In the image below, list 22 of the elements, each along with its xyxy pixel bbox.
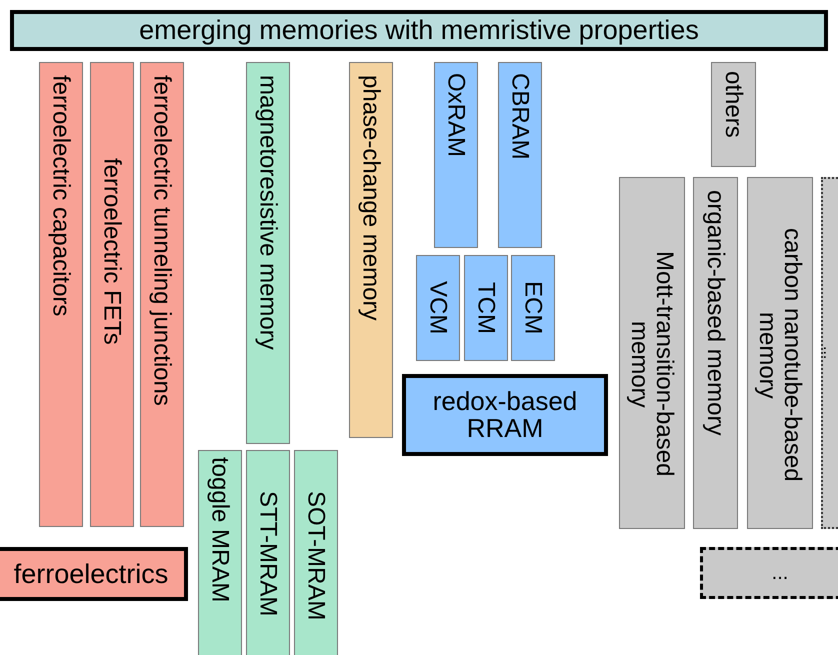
- memory-type-box: SOT-MRAM: [294, 450, 338, 655]
- memory-type-box: others: [711, 62, 756, 167]
- memory-type-box: ferroelectric capacitors: [39, 62, 83, 527]
- memory-type-box: ECM: [511, 255, 555, 361]
- memory-type-box: VCM: [416, 255, 460, 361]
- memory-type-box: ferroelectric tunneling junctions: [140, 62, 184, 527]
- memory-type-box: ...: [700, 547, 838, 599]
- memory-type-box: OxRAM: [434, 62, 478, 248]
- memory-type-box: CBRAM: [498, 62, 542, 248]
- memory-type-box: STT-MRAM: [246, 450, 290, 655]
- memory-type-box: Mott-transition-based memory: [619, 177, 685, 529]
- memory-type-box: magnetoresistive memory: [246, 62, 290, 444]
- memory-type-box: ferroelectric FETs: [90, 62, 134, 527]
- memory-type-box: ...: [821, 177, 838, 529]
- category-box: redox-based RRAM: [402, 374, 608, 456]
- memory-type-box: phase-change memory: [349, 62, 393, 438]
- memory-type-box: toggle MRAM: [198, 450, 242, 655]
- memory-type-box: carbon nanotube-based memory: [747, 177, 813, 529]
- category-box: emerging memories with memristive properties: [10, 10, 828, 51]
- memory-type-box: organic-based memory: [693, 177, 738, 529]
- category-box: ferroelectrics: [0, 547, 188, 601]
- memory-type-box: TCM: [464, 255, 508, 361]
